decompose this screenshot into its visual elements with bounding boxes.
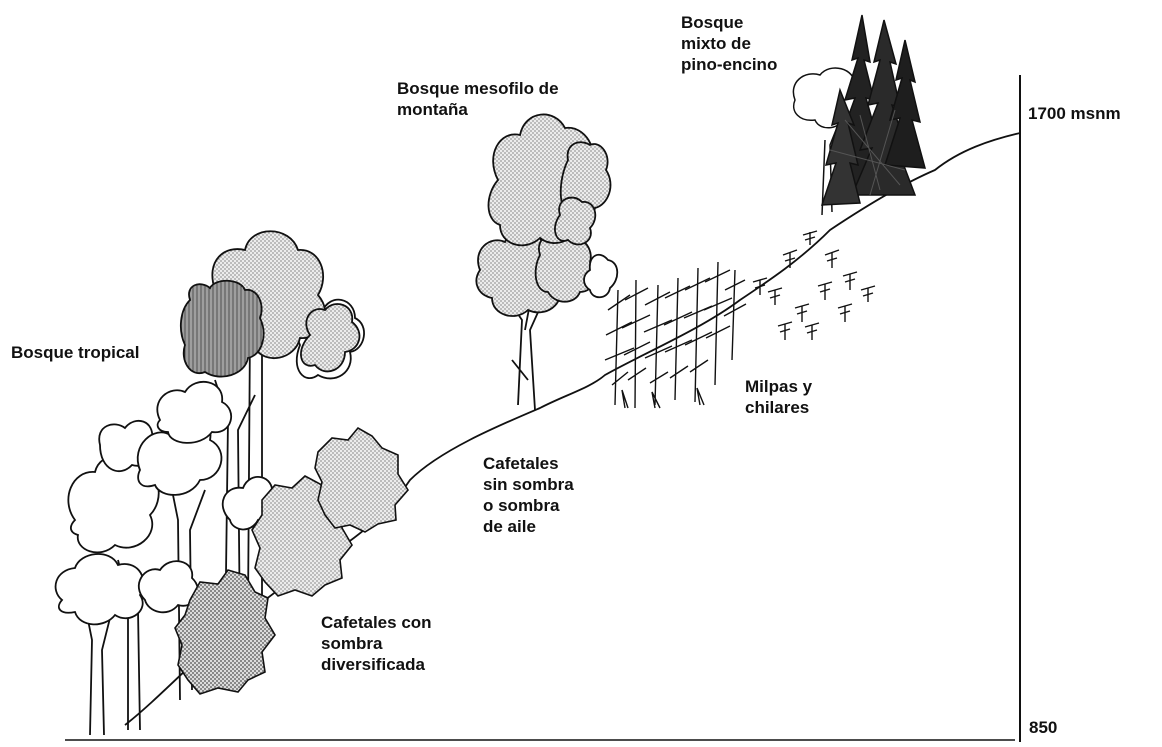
cloud-forest-tree — [476, 114, 617, 410]
label-milpas-chilares: Milpas y chilares — [745, 376, 812, 418]
label-cafetales-sin-sombra: Cafetales sin sombra o sombra de aile — [483, 453, 574, 537]
label-bosque-tropical: Bosque tropical — [11, 342, 139, 363]
label-bosque-mixto: Bosque mixto de pino-encino — [681, 12, 777, 75]
label-cafetales-con-sombra: Cafetales con sombra diversificada — [321, 612, 432, 675]
chili-plants — [753, 231, 875, 340]
pine-oak-forest — [793, 15, 925, 215]
label-bosque-mesofilo: Bosque mesofilo de montaña — [397, 78, 559, 120]
altitude-label-top: 1700 msnm — [1028, 103, 1121, 124]
corn-fields — [605, 262, 746, 408]
tropical-forest-canopy — [181, 231, 360, 376]
altitude-label-bottom: 850 — [1029, 717, 1057, 738]
